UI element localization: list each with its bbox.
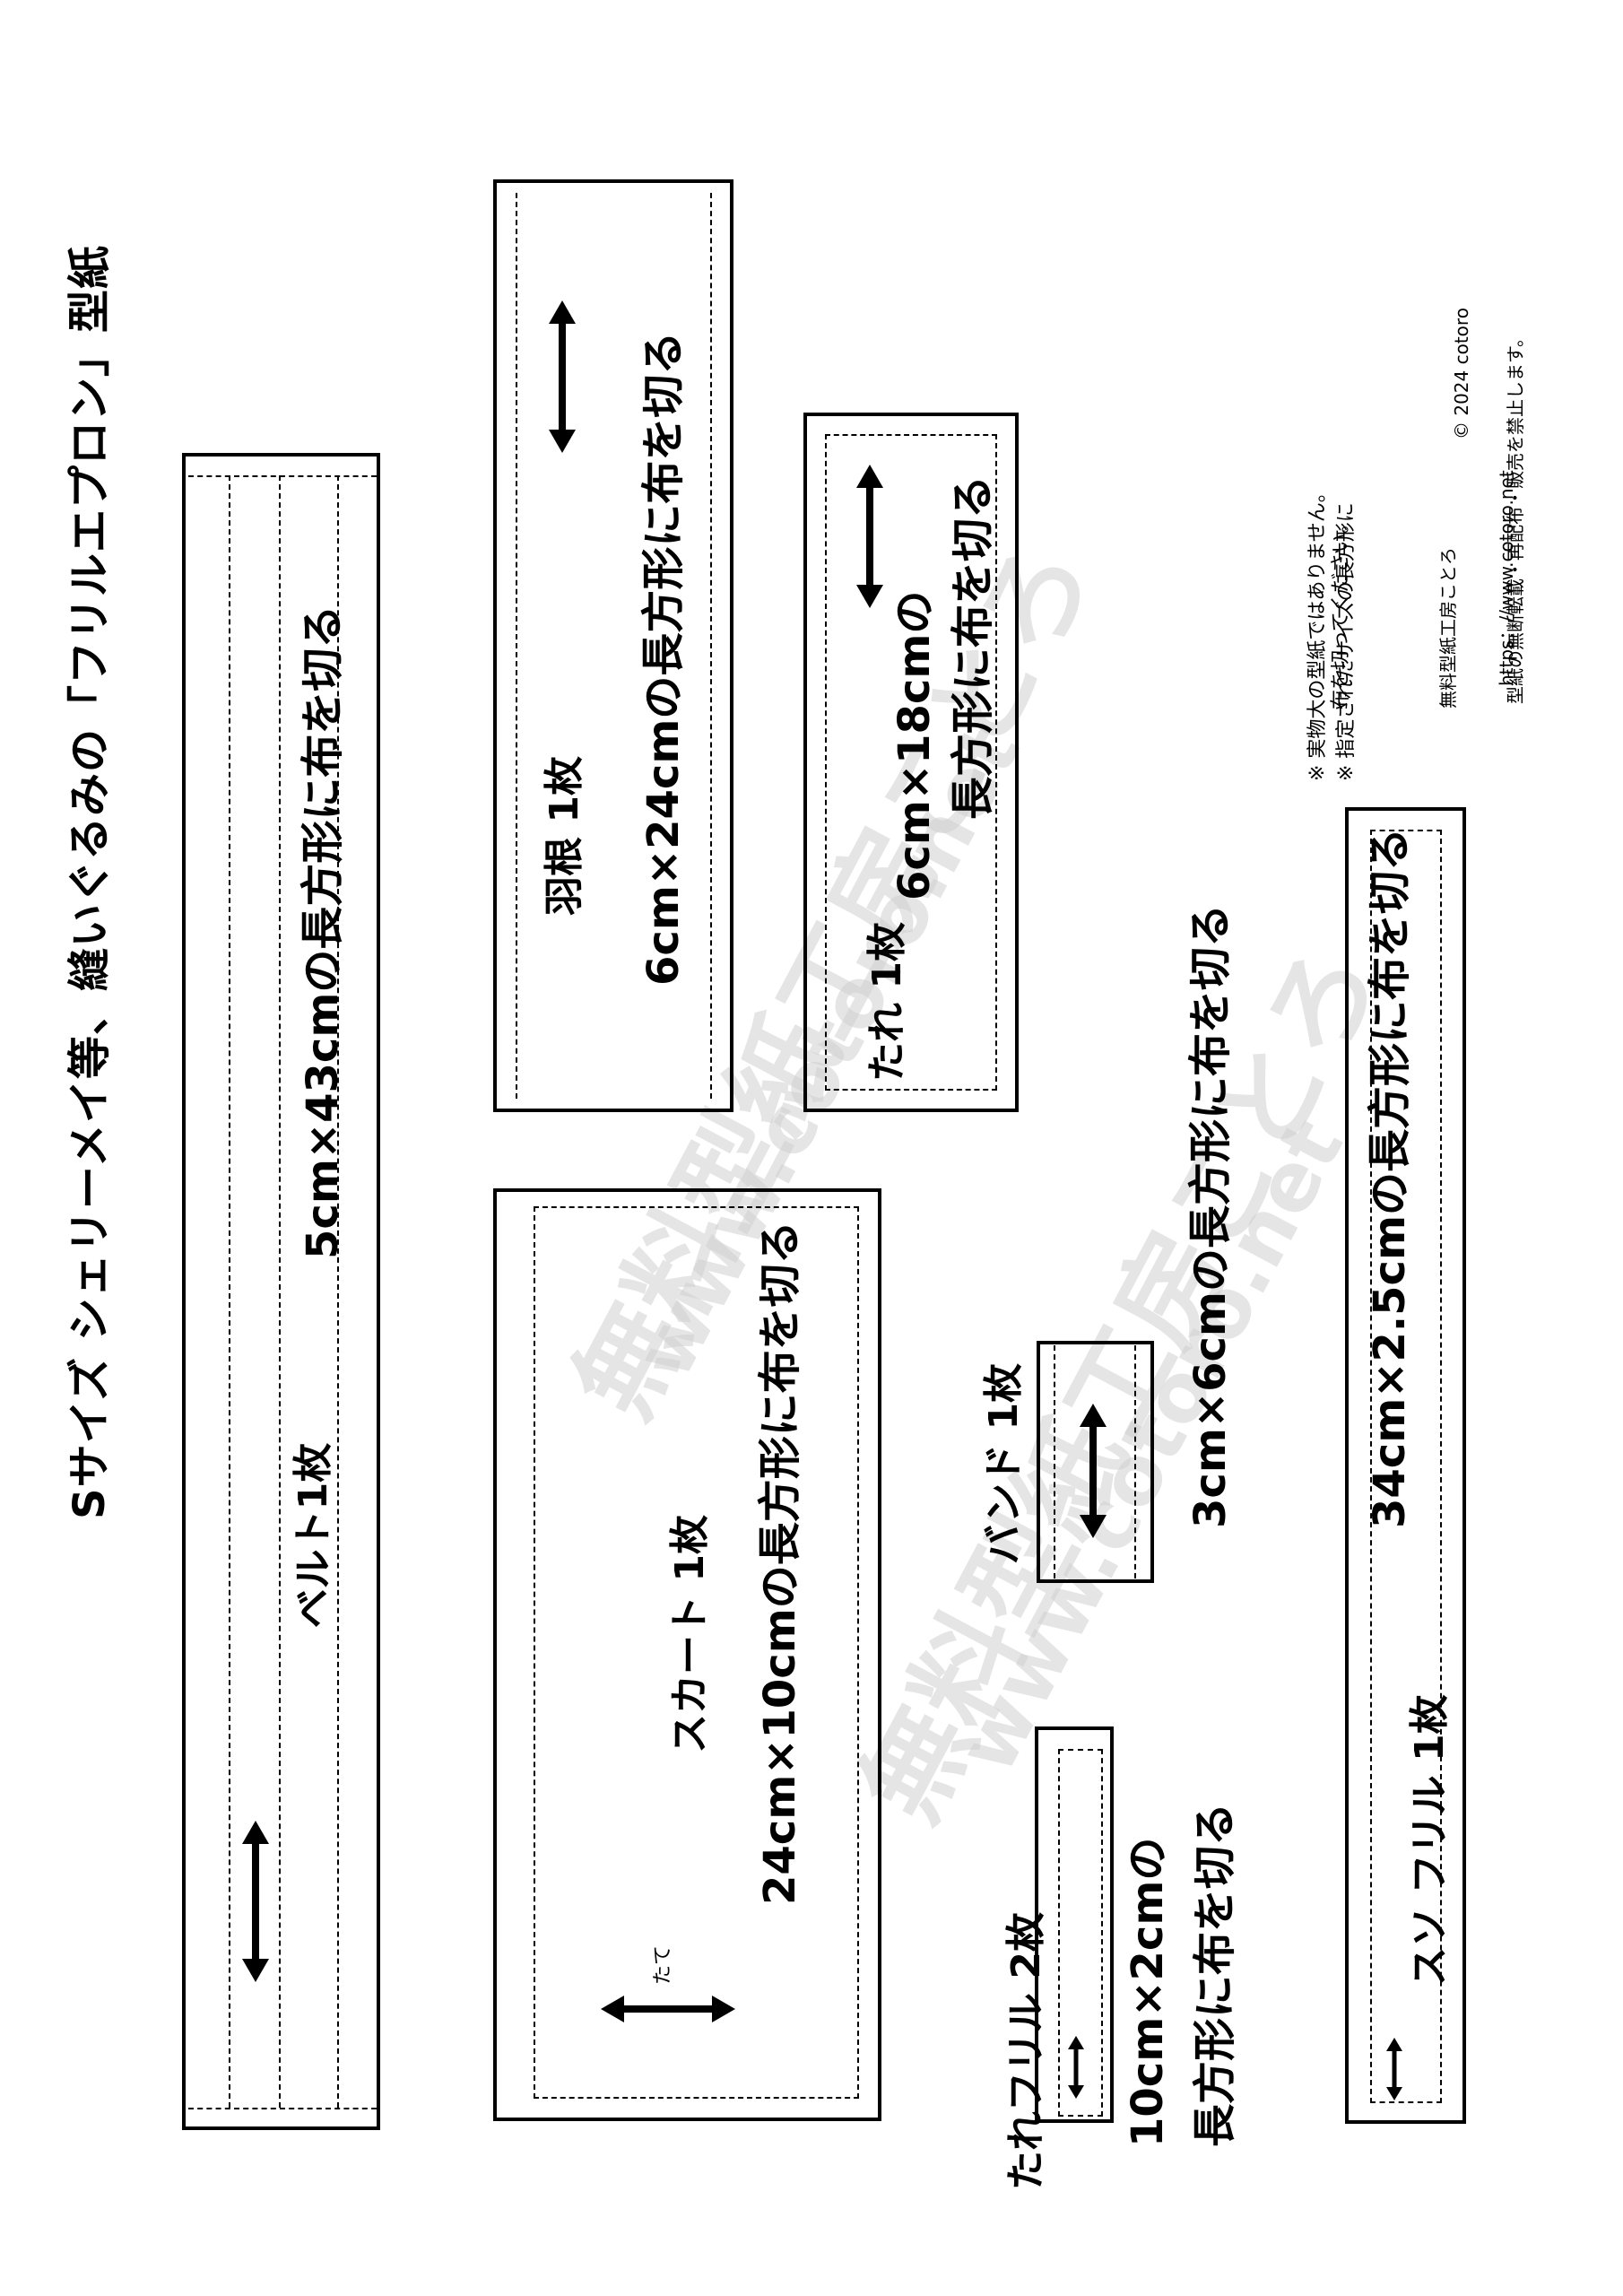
belt-instruction: 5cm×43cmの長方形に布を切る (298, 604, 348, 1259)
note-line-3: 布を切ってください。 (1330, 513, 1352, 709)
belt-fold-line (279, 475, 281, 2108)
grain-arrow-icon (1068, 2036, 1084, 2099)
feather-piece (493, 179, 733, 1112)
tare-label: たれ 1枚 (864, 922, 910, 1082)
tare-frill-instruction-2: 長方形に布を切る (1190, 1802, 1240, 2147)
hem-frill-instruction: 34cm×2.5cmの長方形に布を切る (1365, 828, 1415, 1528)
grain-arrow-icon (242, 1821, 269, 1982)
belt-fold-line (337, 475, 339, 2108)
grain-arrow-icon (856, 465, 883, 608)
hem-frill-seam-line (1370, 830, 1442, 2103)
hem-frill-piece (1345, 807, 1466, 2124)
skirt-piece (493, 1188, 881, 2121)
tare-piece (803, 413, 1019, 1112)
footer-prohibition: 型紙の無断転載・再配布・販売を禁止します。 (1505, 329, 1526, 704)
hem-frill-label: スソ フリル 1枚 (1407, 1694, 1453, 1987)
band-instruction: 3cm×6cmの長方形に布を切る (1185, 904, 1236, 1528)
note-line-1: ※ 実物大の型紙ではありません。 (1306, 483, 1329, 781)
belt-seam-line (188, 475, 377, 477)
band-seam-line (1054, 1345, 1055, 1578)
tare-instruction-2: 長方形に布を切る (948, 474, 998, 820)
feather-seam-line (710, 193, 712, 1099)
band-label: バンド 1枚 (981, 1362, 1027, 1565)
tare-seam-line (825, 434, 997, 1091)
skirt-instruction: 24cm×10cmの長方形に布を切る (755, 1221, 805, 1905)
grain-arrow-icon (1080, 1404, 1107, 1538)
grain-arrow-icon (1386, 2038, 1402, 2100)
belt-piece (182, 453, 380, 2130)
belt-fold-line (229, 475, 230, 2108)
tare-frill-label: たれフリル 2枚 (1003, 1912, 1049, 2190)
tare-frill-seam-line (1058, 1749, 1103, 2117)
feather-instruction: 6cm×24cmの長方形に布を切る (638, 331, 689, 986)
page-title: Sサイズ シェリーメイ等、縫いぐるみの「フリルエプロン」型紙 (65, 245, 115, 1519)
skirt-label: スカート 1枚 (667, 1515, 713, 1753)
belt-seam-line (188, 2108, 377, 2109)
grain-label: たて (652, 1945, 674, 1986)
grain-arrow-icon (601, 1996, 735, 2022)
skirt-seam-line (534, 1206, 859, 2099)
tare-instruction-1: 6cm×18cmの (890, 590, 940, 900)
feather-label: 羽根 1枚 (542, 756, 587, 916)
band-piece (1037, 1341, 1154, 1583)
grain-arrow-icon (549, 300, 576, 453)
band-seam-line (1134, 1345, 1136, 1578)
tare-frill-piece (1035, 1726, 1114, 2123)
footer-brand: 無料型紙工房ことろ (1437, 547, 1459, 709)
tare-frill-instruction-1: 10cm×2cmの (1123, 1837, 1173, 2147)
feather-seam-line (516, 193, 517, 1099)
belt-label: ベルト1枚 (291, 1442, 336, 1629)
footer-copyright: © 2024 cotoro (1451, 308, 1472, 439)
